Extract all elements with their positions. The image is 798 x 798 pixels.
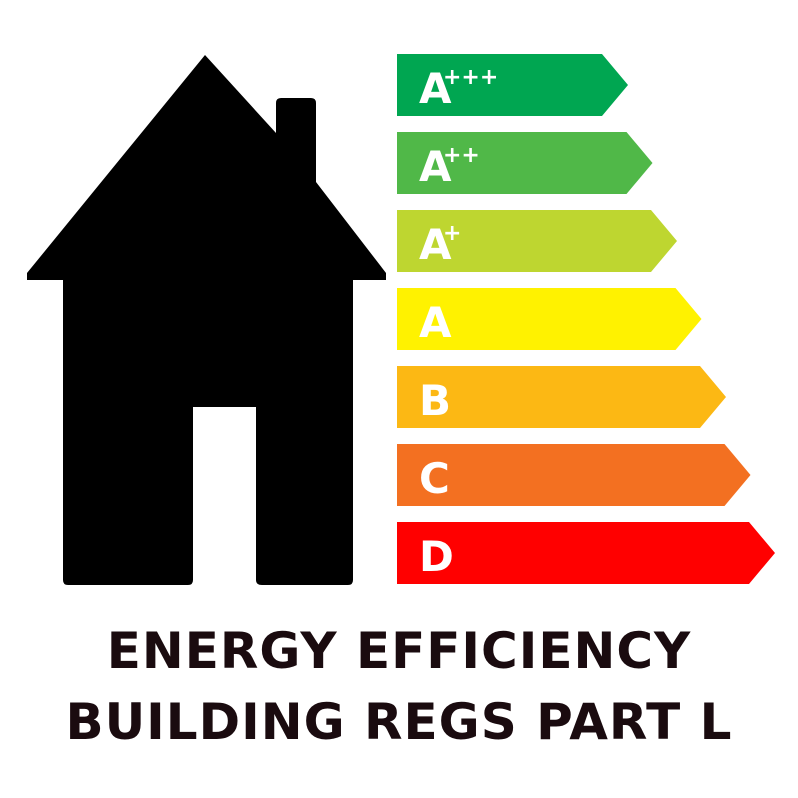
rating-arrow — [397, 444, 751, 506]
rating-label: D — [419, 532, 454, 581]
rating-label: B — [419, 376, 451, 425]
caption-line-2: BUILDING REGS PART L — [65, 693, 733, 751]
rating-label: C — [419, 454, 450, 503]
rating-bar-a1plus: A+ — [397, 210, 677, 272]
rating-arrow — [397, 288, 702, 350]
rating-label: A — [419, 142, 452, 191]
rating-arrow — [397, 522, 775, 584]
rating-superscript: ++ — [443, 143, 480, 168]
rating-bar-a: A — [397, 288, 702, 350]
rating-bar-a2plus: A++ — [397, 132, 653, 194]
house-icon — [27, 55, 386, 585]
rating-arrow — [397, 54, 628, 116]
rating-bar-b: B — [397, 366, 726, 428]
rating-bar-d: D — [397, 522, 775, 584]
rating-arrow — [397, 366, 726, 428]
rating-bar-a3plus: A+++ — [397, 54, 628, 116]
rating-superscript: +++ — [443, 65, 498, 90]
rating-arrow — [397, 210, 677, 272]
rating-label: A — [419, 64, 452, 113]
rating-superscript: + — [443, 221, 461, 246]
rating-bar-c: C — [397, 444, 751, 506]
rating-label: A — [419, 298, 452, 347]
caption-line-1: ENERGY EFFICIENCY — [106, 622, 692, 680]
rating-label: A — [419, 220, 452, 269]
rating-arrow — [397, 132, 653, 194]
house-silhouette — [27, 55, 386, 585]
